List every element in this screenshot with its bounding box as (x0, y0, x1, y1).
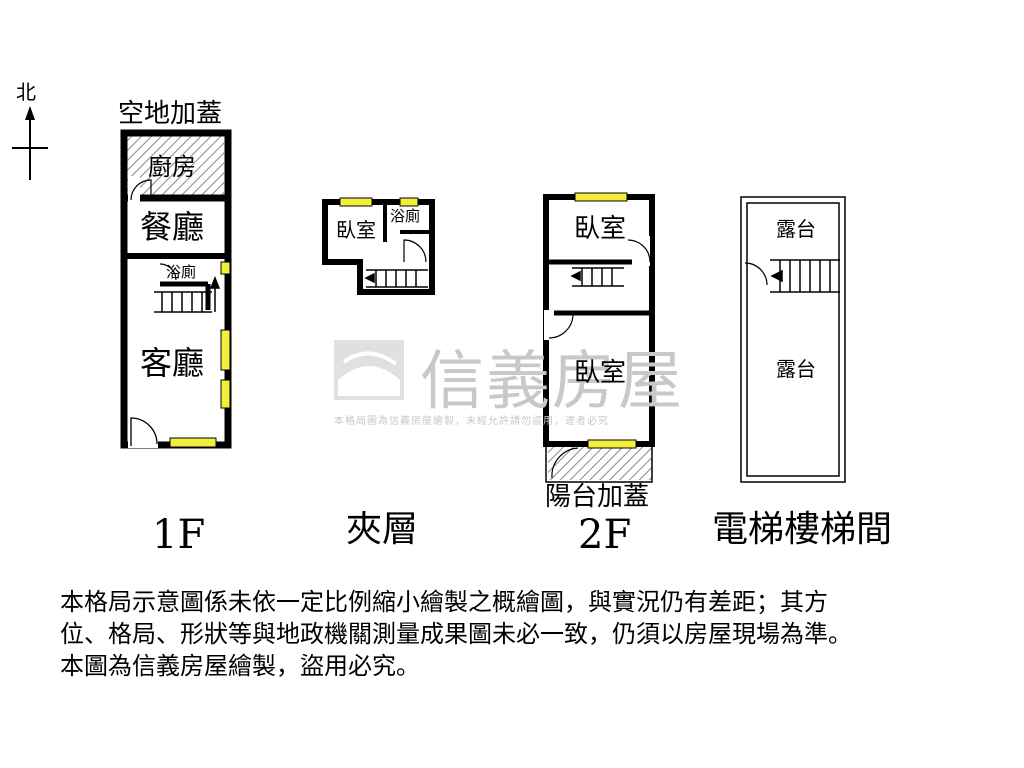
mezzanine-plan (322, 197, 435, 295)
1f-kitchen-label: 廚房 (148, 153, 196, 181)
watermark-logo-icon (334, 340, 404, 400)
roof-terrace-main-label: 露台 (776, 357, 816, 381)
compass-arrow-icon (12, 106, 48, 180)
disclaimer-line-3: 本圖為信義房屋繪製，盜用必究。 (60, 652, 420, 680)
compass-north-label: 北 (16, 80, 36, 104)
mezzanine-bath-label: 浴廁 (390, 207, 421, 225)
watermark-brand: 信義房屋 (420, 345, 684, 419)
mezzanine-bedroom-label: 臥室 (336, 218, 376, 242)
roof-terrace-top-label: 露台 (776, 217, 816, 241)
2f-bottom-label: 陽台加蓋 (545, 482, 650, 512)
1f-living-label: 客廳 (140, 344, 205, 382)
disclaimer-text: 本格局示意圖係未依一定比例縮小繪製之概繪圖，與實況仍有差距；其方 位、格局、形狀… (60, 586, 1000, 682)
mezzanine-floor-name: 夾層 (346, 509, 419, 550)
watermark-notice: 本格局圖為信義房屋繪製，未經允許請勿盜用，違者必究 (334, 416, 609, 427)
1f-floor-name: 1F (152, 512, 206, 558)
disclaimer-line-2: 位、格局、形狀等與地政機關測量成果圖未必一致，仍須以房屋現場為準。 (60, 620, 852, 648)
2f-bedroom-main-label: 臥室 (574, 358, 627, 388)
1f-dining-label: 餐廳 (140, 208, 205, 246)
2f-bedroom-top-label: 臥室 (574, 214, 627, 244)
roof-terrace-plan (740, 196, 846, 483)
floor-2f-plan (543, 192, 655, 483)
1f-bath-label: 浴廁 (166, 263, 197, 281)
roof-floor-name: 電梯樓梯間 (712, 509, 893, 550)
1f-top-label: 空地加蓋 (118, 99, 223, 129)
2f-floor-name: 2F (578, 512, 632, 558)
floor-1f-plan (120, 129, 232, 449)
disclaimer-line-1: 本格局示意圖係未依一定比例縮小繪製之概繪圖，與實況仍有差距；其方 (60, 588, 828, 616)
